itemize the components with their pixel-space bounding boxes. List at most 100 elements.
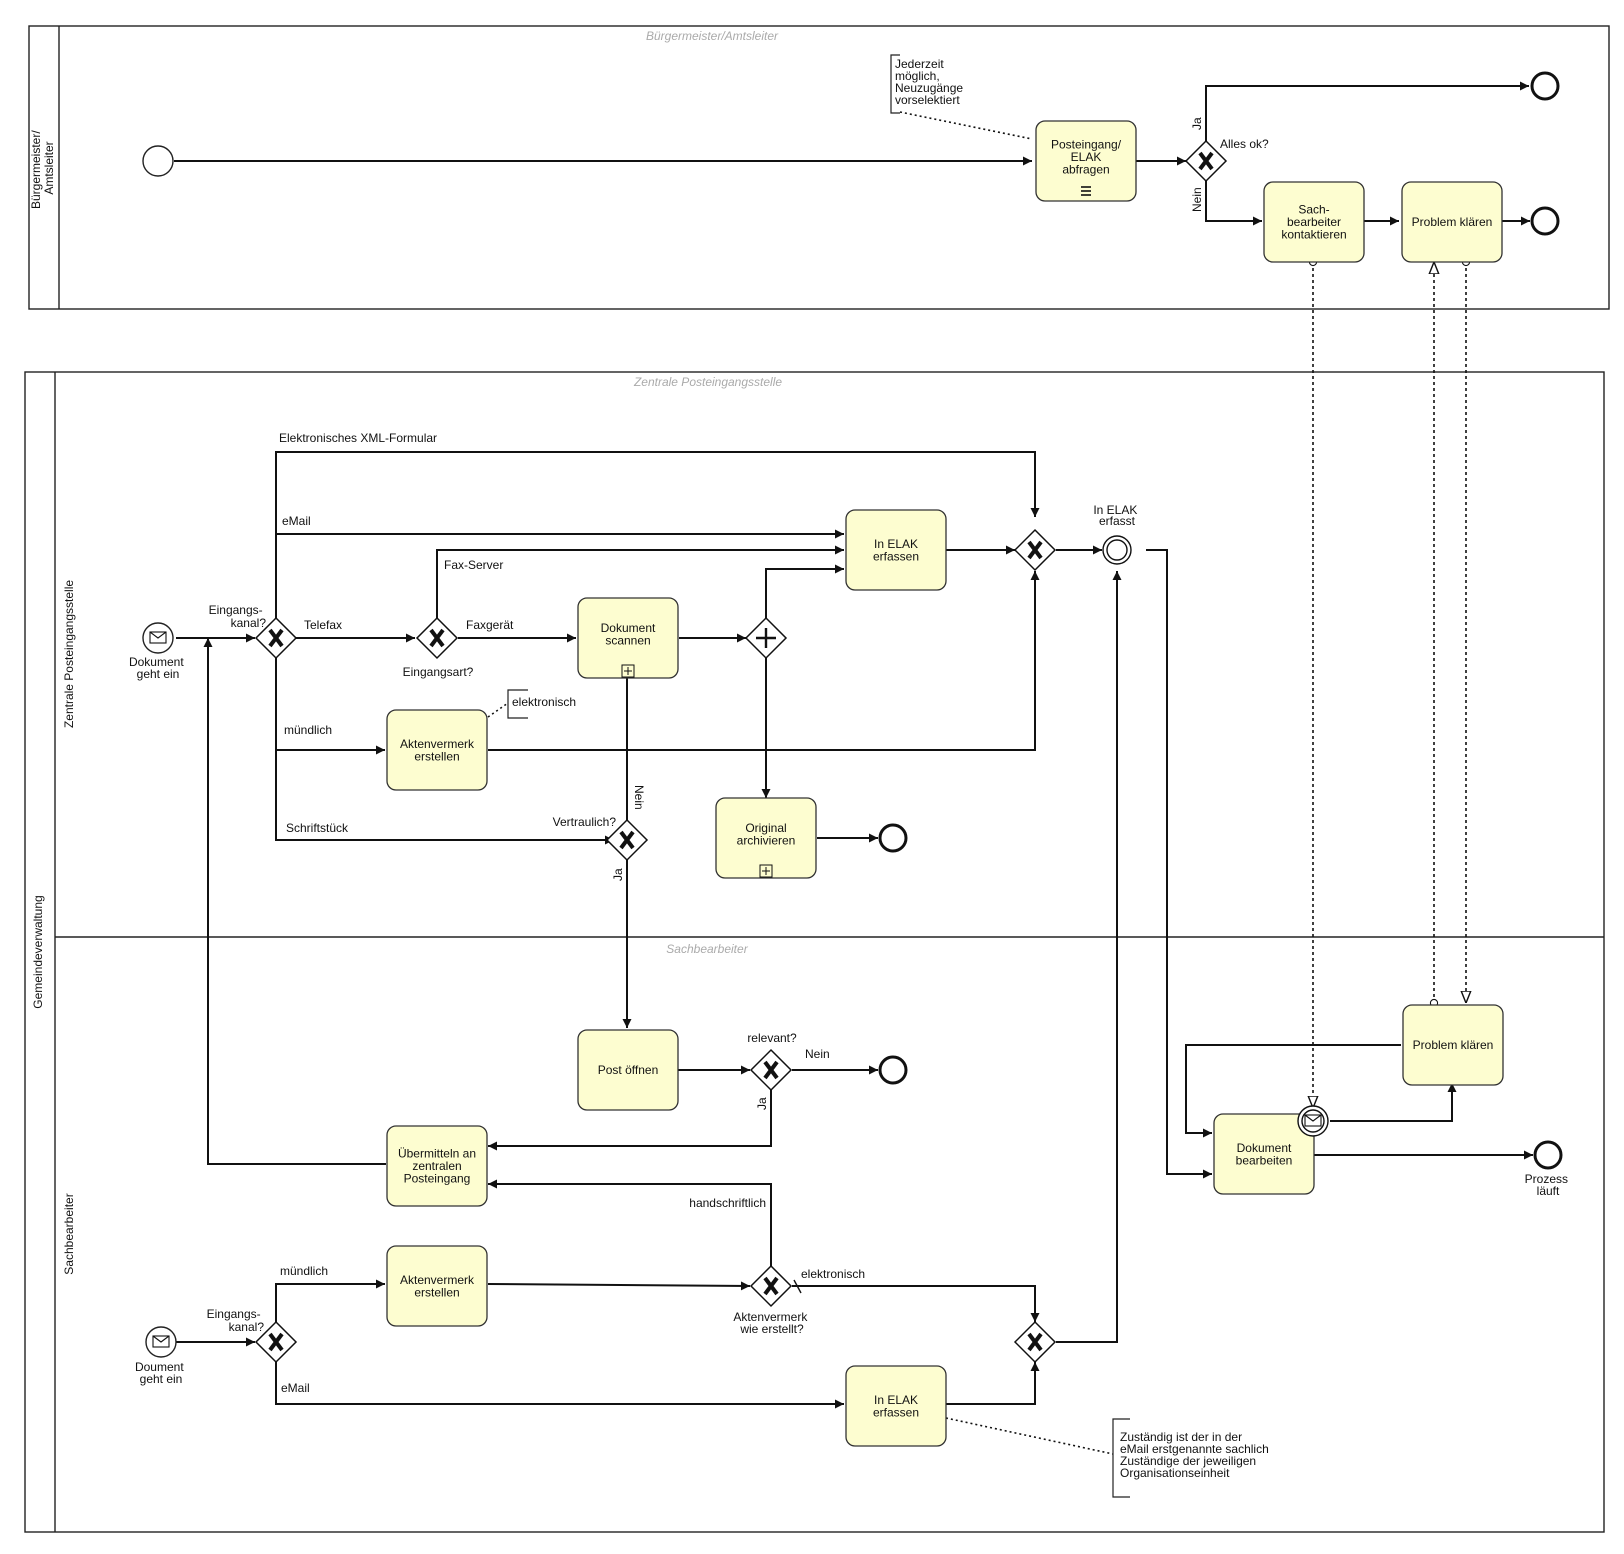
end-event-ja xyxy=(1530,71,1560,101)
label-in-elak-erfasst: In ELAK erfasst xyxy=(1093,503,1140,528)
lane-sachbearbeiter-title: Sachbearbeiter xyxy=(666,942,748,956)
pool-gemeindeverwaltung-label: Gemeindeverwaltung xyxy=(31,895,45,1008)
label-fax-server: Fax-Server xyxy=(444,558,503,572)
label-nein-relevant: Nein xyxy=(805,1047,830,1061)
label-nein-top: Nein xyxy=(1190,187,1204,212)
flow-muendlich-bottom xyxy=(275,1279,385,1322)
lane-zentrale-label: Zentrale Posteingangsstelle xyxy=(62,580,76,728)
task-label: Post öffnen xyxy=(598,1063,659,1077)
svg-text:Jederzeit möglich,: Jederzeit möglich, Neuzugänge vorselekti… xyxy=(895,57,966,107)
label-dokument-geht-ein: Dokument geht ein xyxy=(129,655,187,681)
label-muendlich-bottom: mündlich xyxy=(280,1264,328,1278)
label-aktenvermerk-wie: Aktenvermerk wie erstellt? xyxy=(733,1310,810,1336)
label-muendlich-top: mündlich xyxy=(284,723,332,737)
pool-buergermeister-title: Bürgermeister/Amtsleiter xyxy=(646,29,779,43)
flow-intermediate-to-bearbeiten xyxy=(1146,549,1212,1179)
message-start-event-zentrale xyxy=(142,622,174,654)
boundary-message-event xyxy=(1297,1105,1329,1137)
gateway-join-bottom xyxy=(1013,1320,1057,1364)
flow-nein-to-kontakt xyxy=(1205,181,1262,226)
label-ja-relevant: Ja xyxy=(755,1097,769,1110)
annotation-zustaendig: Zuständig ist der in der eMail erstgenan… xyxy=(1112,1418,1272,1498)
end-event-archiv xyxy=(878,823,908,853)
label-schriftstueck: Schriftstück xyxy=(286,821,349,835)
label-email-bottom: eMail xyxy=(281,1381,310,1395)
label-elektronisch-bottom: elektronisch xyxy=(801,1267,865,1281)
annotation-elektronisch: elektronisch xyxy=(507,689,576,719)
flow-faxserver xyxy=(436,545,844,618)
pool-buergermeister: Bürgermeister/ Amtsleiter Bürgermeister/… xyxy=(28,25,1610,310)
label-relevant: relevant? xyxy=(747,1031,797,1045)
gateway-eingangsart xyxy=(415,616,459,660)
flow-parallel-to-elak xyxy=(765,564,844,618)
message-start-event-sachbearbeiter xyxy=(145,1326,177,1358)
flow-ja-to-end xyxy=(1205,81,1529,141)
lane-zentrale-title: Zentrale Posteingangsstelle xyxy=(633,375,782,389)
subprocess-plus-icon xyxy=(759,864,773,878)
svg-text:Zuständig ist der in der: Zuständig ist der in der eMail erstgenan… xyxy=(1120,1430,1272,1480)
flow-aktenvermerk-to-join xyxy=(488,571,1040,751)
multi-instance-icon xyxy=(1081,186,1091,196)
flow-elak-to-join-bottom xyxy=(946,1362,1040,1405)
label-nein-vertraulich: Nein xyxy=(632,785,646,810)
flow-handschriftlich xyxy=(488,1179,772,1266)
label-faxgeraet: Faxgerät xyxy=(466,618,514,632)
flow-schriftstueck xyxy=(275,750,614,845)
gateway-eingangskanal-bottom xyxy=(254,1320,298,1364)
pool-buergermeister-label: Bürgermeister/ Amtsleiter xyxy=(29,127,56,209)
label-handschriftlich: handschriftlich xyxy=(689,1196,766,1210)
label-vertraulich: Vertraulich? xyxy=(553,815,617,829)
flow-labels: Alles ok? Ja Nein Elektronisches XML-For… xyxy=(207,117,1269,1395)
gateways xyxy=(254,139,1228,1364)
task-problem-klaeren-top[interactable]: Problem klären xyxy=(1401,181,1503,263)
end-event-nein-relevant xyxy=(878,1055,908,1085)
gateway-vertraulich xyxy=(605,818,649,862)
task-problem-klaeren-bottom[interactable]: Problem klären xyxy=(1402,1004,1504,1086)
label-prozess-laeuft: Prozess läuft xyxy=(1525,1172,1572,1198)
start-event-top xyxy=(142,145,174,177)
flow-relevant-ja xyxy=(488,1090,772,1151)
annotations: Jederzeit möglich, Neuzugänge vorselekti… xyxy=(507,54,1272,1498)
message-flows xyxy=(1313,262,1466,1108)
pool-gemeindeverwaltung: Gemeindeverwaltung Zentrale Posteingangs… xyxy=(24,371,1605,1533)
label-email-top: eMail xyxy=(282,514,311,528)
label-alles-ok: Alles ok? xyxy=(1220,137,1269,151)
svg-text:elektronisch: elektronisch xyxy=(512,695,576,709)
gateway-eingangskanal-top xyxy=(254,616,298,660)
label-doument-geht-ein: Doument geht ein xyxy=(135,1360,187,1386)
gateway-aktenvermerk-wie xyxy=(749,1264,793,1308)
gateway-relevant xyxy=(749,1048,793,1092)
task-post-oeffnen[interactable]: Post öffnen xyxy=(577,1029,679,1111)
label-ja-vertraulich: Ja xyxy=(611,868,625,881)
flow-msg-event-to-problem xyxy=(1330,1083,1457,1122)
task-label: Problem klären xyxy=(1412,215,1493,229)
gateway-parallel-split xyxy=(744,616,788,660)
end-event-problem-top xyxy=(1530,206,1560,236)
subprocess-plus-icon xyxy=(621,664,635,678)
annotation-jederzeit: Jederzeit möglich, Neuzugänge vorselekti… xyxy=(890,54,966,114)
lane-sachbearbeiter-label: Sachbearbeiter xyxy=(62,1193,76,1274)
events: Dokument geht ein In ELAK erfasst Doumen… xyxy=(129,71,1572,1386)
label-xml-formular: Elektronisches XML-Formular xyxy=(279,431,437,445)
